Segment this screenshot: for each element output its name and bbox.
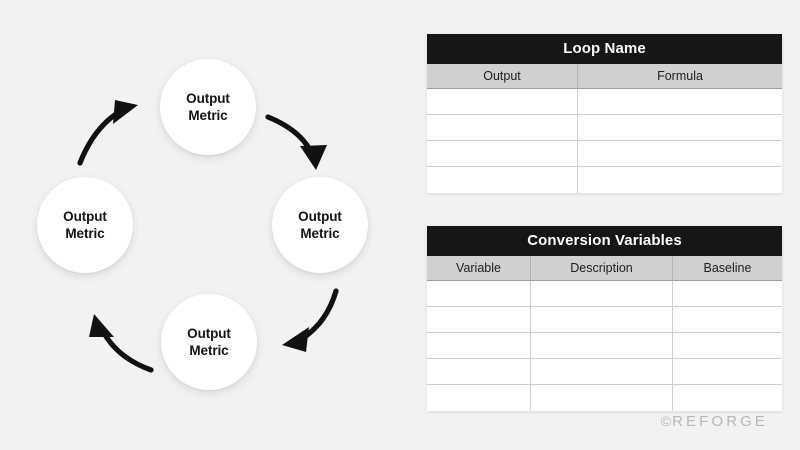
loop-node-right-label-line2: Metric	[300, 226, 340, 241]
table-cell[interactable]	[673, 333, 782, 359]
table-conversion-variables: Conversion Variables Variable Descriptio…	[427, 226, 782, 411]
loop-node-left-label-line2: Metric	[65, 226, 105, 241]
table-cell[interactable]	[531, 333, 673, 359]
table-cell[interactable]	[427, 385, 531, 411]
table-cell[interactable]	[673, 359, 782, 385]
table-row[interactable]	[427, 385, 782, 411]
table-cell[interactable]	[427, 281, 531, 307]
table-cell[interactable]	[531, 281, 673, 307]
table-row[interactable]	[427, 141, 782, 167]
table-cell[interactable]	[531, 307, 673, 333]
table-cell[interactable]	[531, 359, 673, 385]
table-cell[interactable]	[427, 333, 531, 359]
table-cell[interactable]	[578, 141, 782, 167]
loop-node-left-label-line1: Output	[63, 208, 107, 224]
table-row[interactable]	[427, 359, 782, 385]
loop-node-bottom-label-line1: Output	[187, 325, 231, 341]
table-cell[interactable]	[578, 167, 782, 193]
table-cell[interactable]	[531, 385, 673, 411]
table-cell[interactable]	[578, 89, 782, 115]
arrow-top-to-right-icon	[265, 114, 327, 170]
tables-panel: Loop Name Output Formula	[427, 0, 782, 450]
arrow-left-to-top-icon	[77, 100, 138, 166]
table-row[interactable]	[427, 307, 782, 333]
arrow-bottom-to-left-icon	[89, 314, 154, 373]
reforge-watermark: ©REFORGE	[661, 413, 768, 430]
table-cell[interactable]	[578, 115, 782, 141]
table-loop-name: Loop Name Output Formula	[427, 34, 782, 193]
column-header-formula: Formula	[578, 64, 782, 89]
loop-node-bottom-label-line2: Metric	[189, 343, 229, 358]
column-header-baseline: Baseline	[673, 256, 782, 281]
table-conversion-variables-title: Conversion Variables	[427, 226, 782, 256]
table-row[interactable]	[427, 115, 782, 141]
arrow-right-to-bottom-icon	[282, 288, 339, 352]
growth-loop-diagram: Output Metric Output Metric Output Metri…	[37, 59, 368, 390]
table-row[interactable]	[427, 333, 782, 359]
table-cell[interactable]	[427, 359, 531, 385]
column-header-variable: Variable	[427, 256, 531, 281]
table-cell[interactable]	[427, 167, 578, 193]
table-row[interactable]	[427, 89, 782, 115]
loop-node-bottom[interactable]: Output Metric	[161, 294, 257, 390]
table-cell[interactable]	[673, 281, 782, 307]
loop-node-left[interactable]: Output Metric	[37, 177, 133, 273]
copyright-icon: ©	[660, 413, 673, 429]
table-loop-name-header-row: Output Formula	[427, 64, 782, 89]
watermark-text: REFORGE	[672, 413, 768, 430]
table-loop-name-title: Loop Name	[427, 34, 782, 64]
table-cell[interactable]	[673, 307, 782, 333]
table-cell[interactable]	[673, 385, 782, 411]
table-cell[interactable]	[427, 115, 578, 141]
column-header-output: Output	[427, 64, 578, 89]
loop-node-top-label-line1: Output	[186, 90, 230, 106]
loop-node-top-label-line2: Metric	[188, 108, 228, 123]
loop-node-right-label-line1: Output	[298, 208, 342, 224]
table-row[interactable]	[427, 281, 782, 307]
column-header-description: Description	[531, 256, 673, 281]
loop-node-top[interactable]: Output Metric	[160, 59, 256, 155]
loop-node-right[interactable]: Output Metric	[272, 177, 368, 273]
table-cell[interactable]	[427, 307, 531, 333]
table-conversion-variables-header-row: Variable Description Baseline	[427, 256, 782, 281]
table-cell[interactable]	[427, 89, 578, 115]
table-row[interactable]	[427, 167, 782, 193]
table-cell[interactable]	[427, 141, 578, 167]
